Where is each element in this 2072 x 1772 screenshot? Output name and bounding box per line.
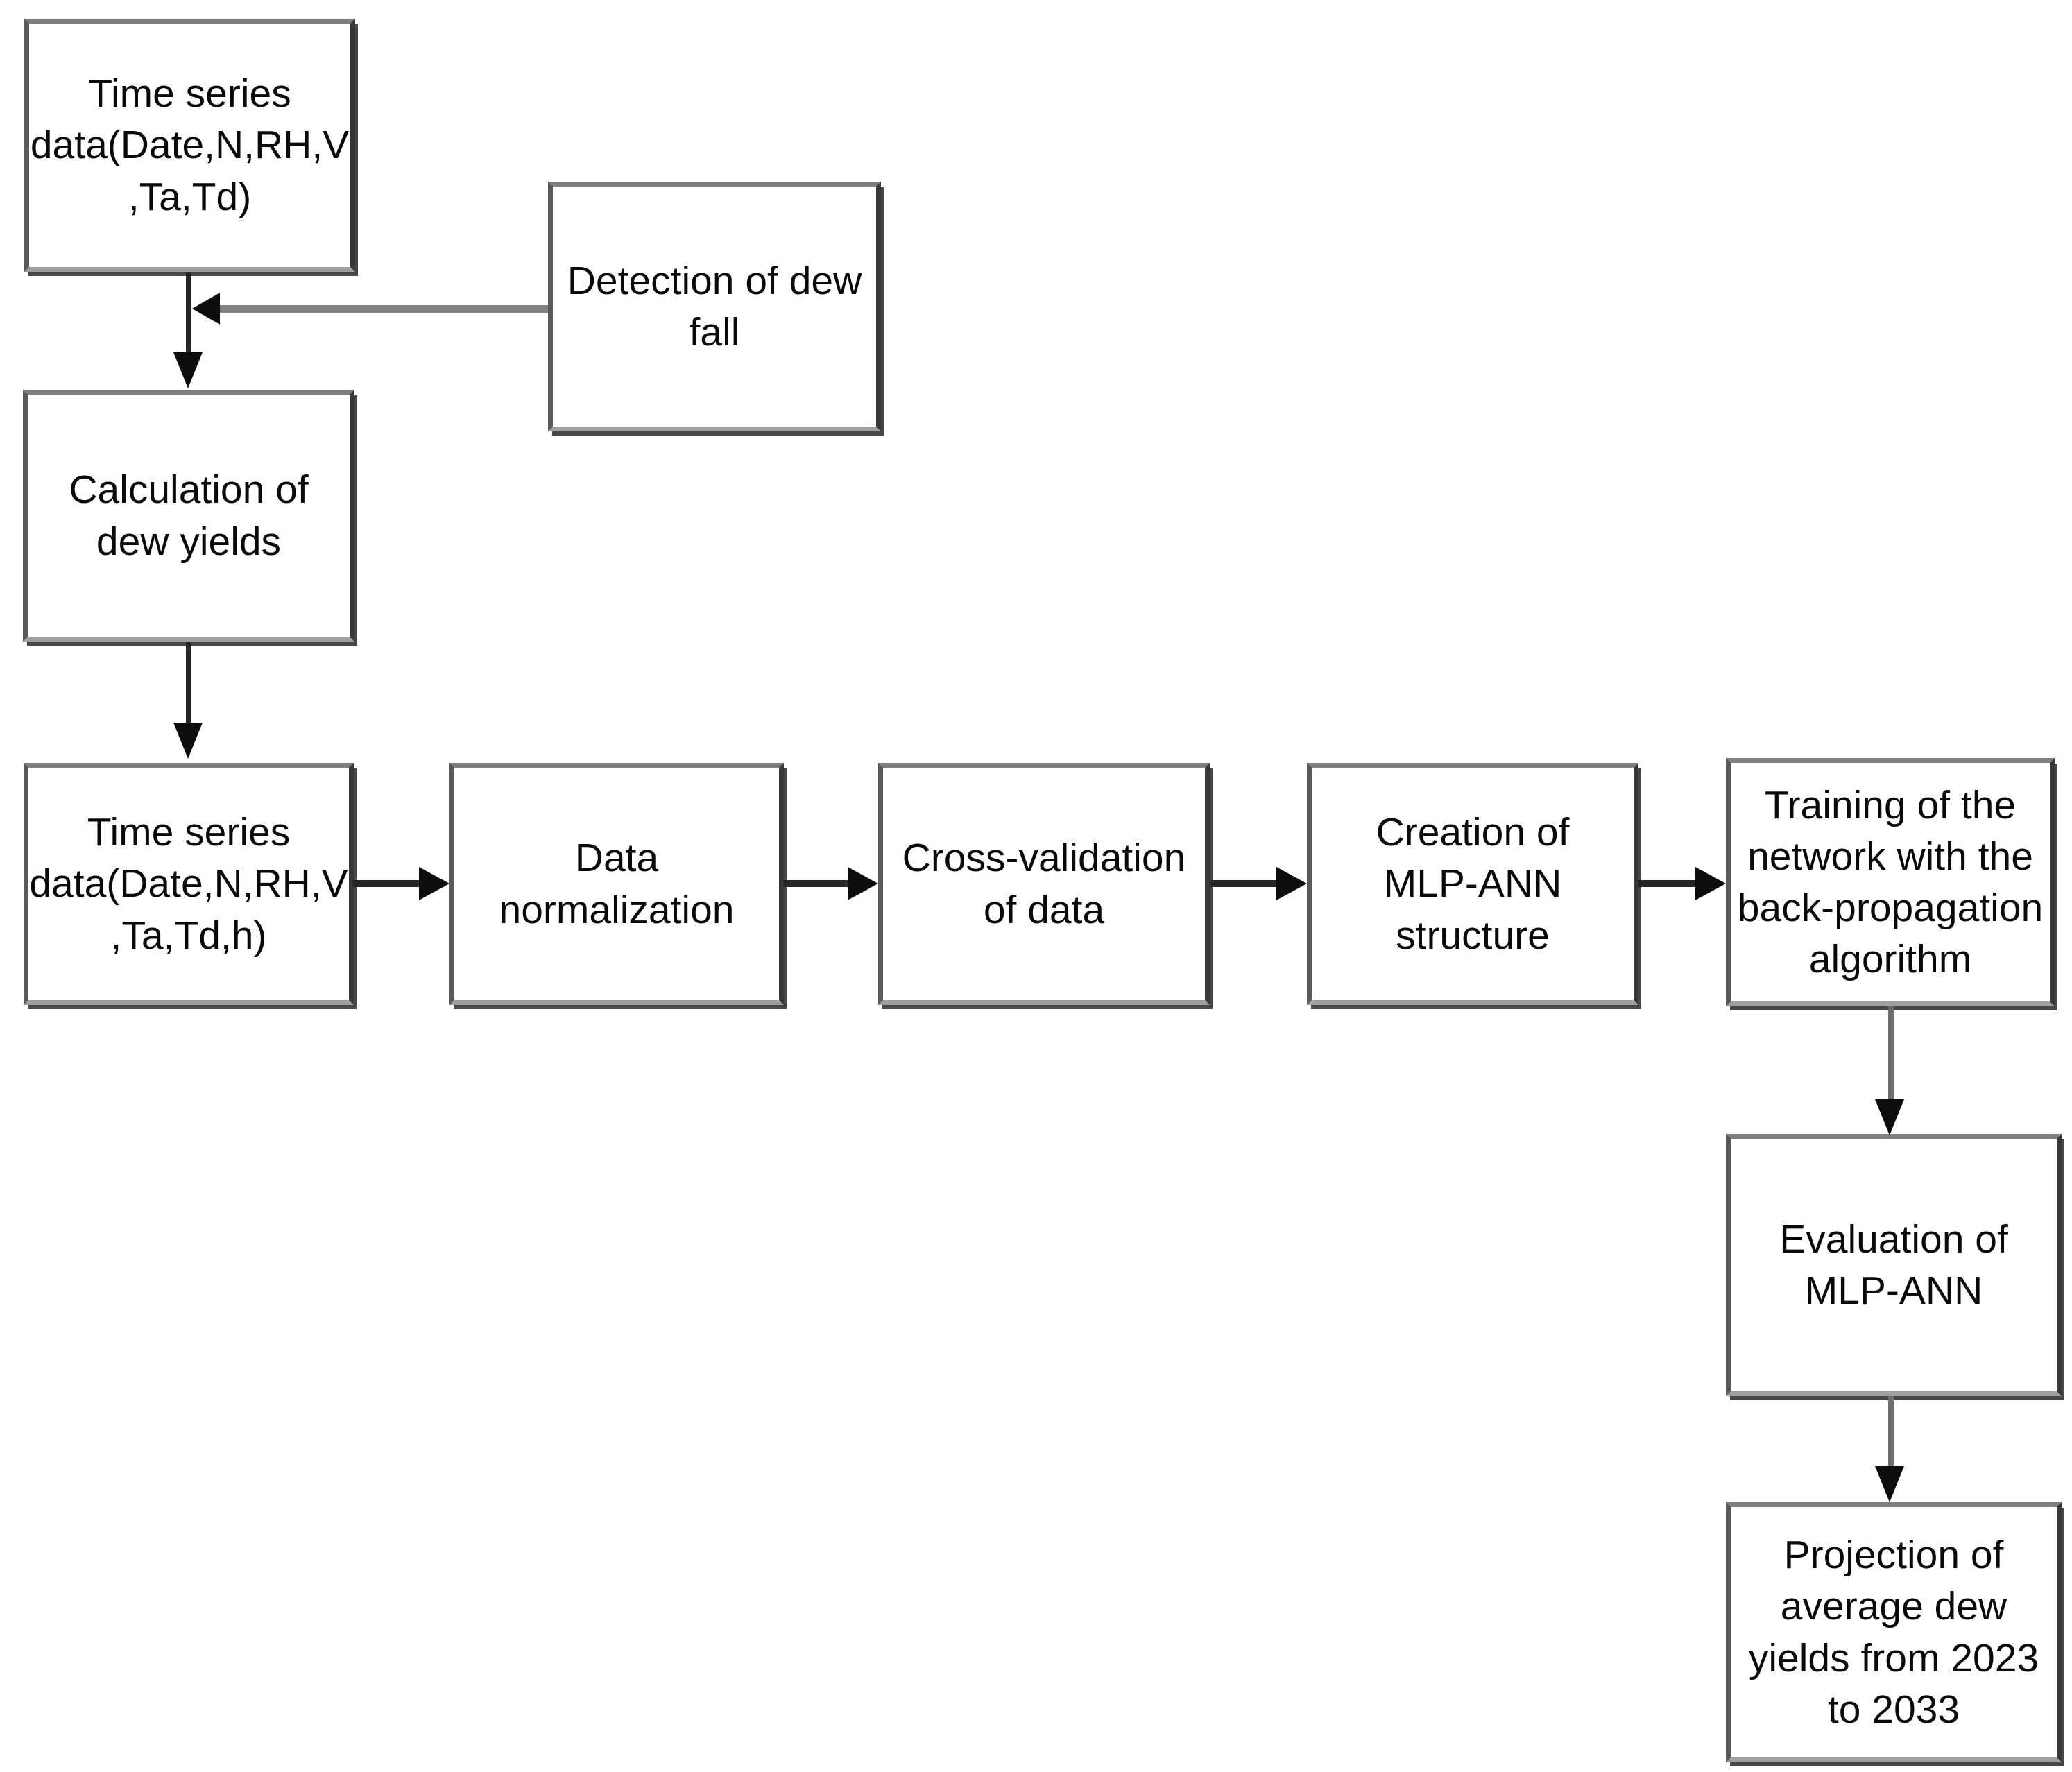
node-time-series-with-h: Time series data(Date,N,RH,V ,Ta,Td,h)	[24, 763, 354, 1005]
arrow-detection-to-flow-head-icon	[192, 293, 220, 325]
arrow-calculation-to-timeseries2-shaft	[186, 642, 191, 723]
arrow-timeseries2-to-normalization-head-icon	[419, 867, 449, 900]
node-detection-of-dew-fall: Detection of dew fall	[548, 182, 881, 431]
arrow-creation-to-training-shaft	[1638, 880, 1695, 887]
arrow-training-to-evaluation-shaft	[1888, 1006, 1894, 1099]
arrow-timeseries-to-calculation-head-icon	[173, 352, 203, 388]
arrow-detection-to-flow-shaft	[220, 305, 548, 313]
node-cross-validation-of-data: Cross-validation of data	[878, 763, 1210, 1005]
arrow-evaluation-to-projection-head-icon	[1875, 1466, 1904, 1502]
node-time-series-raw: Time series data(Date,N,RH,V ,Ta,Td)	[24, 19, 355, 272]
node-data-normalization: Data normalization	[449, 763, 784, 1005]
node-projection-of-dew-yields: Projection of average dew yields from 20…	[1726, 1502, 2062, 1762]
arrow-crossvalidation-to-creation-head-icon	[1276, 867, 1307, 900]
arrow-normalization-to-crossvalidation-head-icon	[848, 867, 878, 900]
node-evaluation-of-mlp-ann: Evaluation of MLP-ANN	[1726, 1134, 2062, 1396]
node-creation-of-mlp-ann: Creation of MLP-ANN structure	[1307, 763, 1638, 1005]
arrow-calculation-to-timeseries2-head-icon	[173, 723, 203, 759]
node-calculation-of-dew-yields: Calculation of dew yields	[23, 390, 354, 642]
arrow-crossvalidation-to-creation-shaft	[1210, 880, 1276, 887]
arrow-training-to-evaluation-head-icon	[1875, 1099, 1904, 1135]
arrow-normalization-to-crossvalidation-shaft	[784, 880, 848, 887]
arrow-timeseries-to-calculation-shaft	[186, 272, 191, 352]
node-training-of-network: Training of the network with the back-pr…	[1726, 758, 2055, 1006]
arrow-creation-to-training-head-icon	[1695, 867, 1726, 900]
arrow-timeseries2-to-normalization-shaft	[352, 880, 419, 887]
arrow-evaluation-to-projection-shaft	[1888, 1396, 1894, 1466]
